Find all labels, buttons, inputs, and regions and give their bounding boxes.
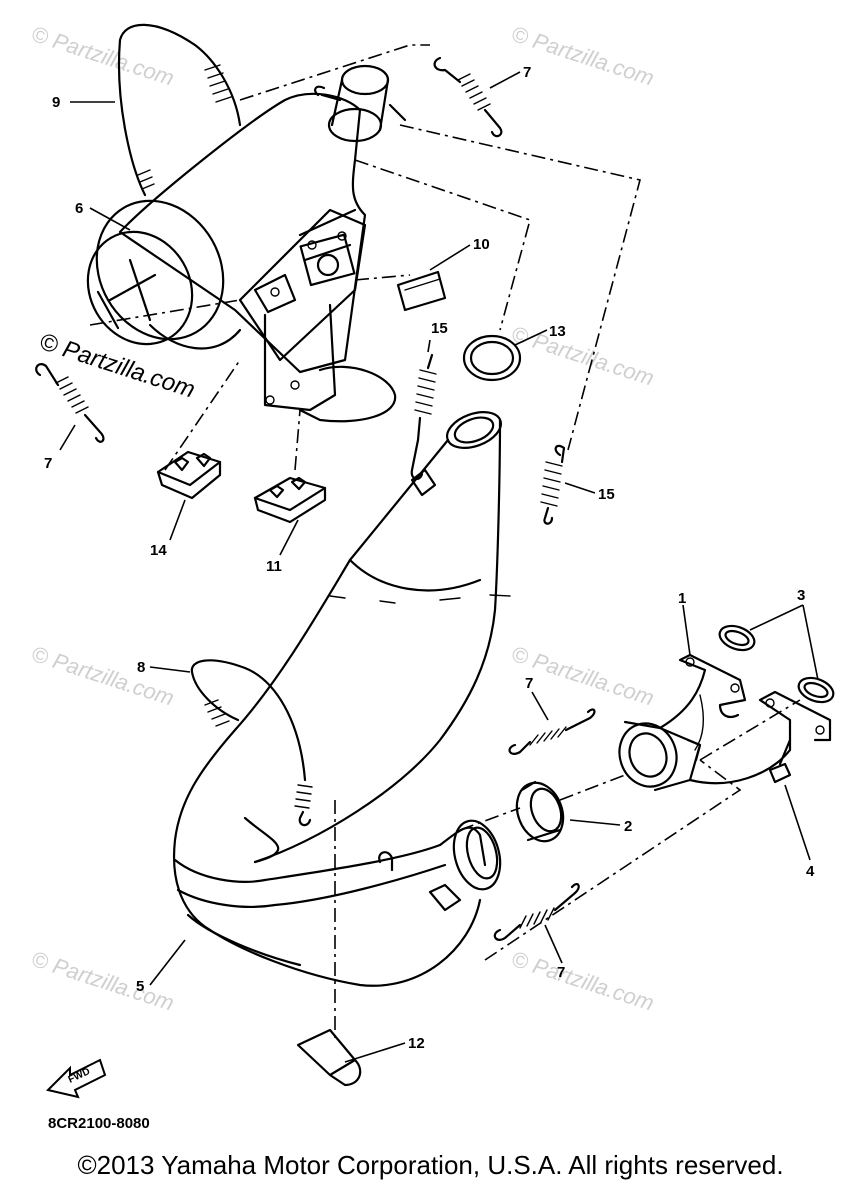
callout-13: 13 <box>549 323 566 340</box>
callout-4: 4 <box>806 863 815 880</box>
spring-part-9 <box>117 23 242 197</box>
silencer-joint <box>314 64 407 143</box>
exhaust-pipe-part-5 <box>173 411 511 987</box>
gasket-part-13 <box>462 334 522 382</box>
watermarks: © Partzilla.com © Partzilla.com © Partzi… <box>28 21 657 1016</box>
cap-part-10 <box>396 270 447 312</box>
bolt-part-4 <box>768 738 792 784</box>
watermark: © Partzilla.com <box>508 321 657 391</box>
callout-6: 6 <box>75 200 83 217</box>
silencer-part-6 <box>86 92 397 423</box>
damper-part-11 <box>253 476 327 524</box>
callout-1: 1 <box>678 590 686 607</box>
pipe-hooks <box>378 468 462 912</box>
gasket-part-3 <box>718 624 835 704</box>
fwd-arrow-icon: FWD <box>46 1058 107 1099</box>
watermark: © Partzilla.com <box>28 21 177 91</box>
damper-part-14 <box>156 450 222 500</box>
callout-7: 7 <box>44 455 52 472</box>
callout-15: 15 <box>598 486 615 503</box>
copyright-notice: ©2013 Yamaha Motor Corporation, U.S.A. A… <box>77 1150 784 1180</box>
damper-part-12 <box>296 1028 362 1087</box>
callout-8: 8 <box>137 659 145 676</box>
callout-2: 2 <box>624 818 632 835</box>
callout-7: 7 <box>523 64 531 81</box>
assembly-lines <box>89 44 801 1040</box>
watermark: © Partzilla.com <box>508 946 657 1016</box>
callout-5: 5 <box>136 978 144 995</box>
diagram-code: 8CR2100-8080 <box>48 1115 150 1132</box>
joint-ring-part-2 <box>515 780 565 843</box>
spring-part-7-left <box>35 363 105 443</box>
callout-9: 9 <box>52 94 60 111</box>
callout-15: 15 <box>431 320 448 337</box>
spring-part-7-mid <box>508 708 596 755</box>
watermark: © Partzilla.com <box>28 641 177 711</box>
spring-part-7-top <box>433 56 503 138</box>
manifold-part-1 <box>618 653 832 792</box>
spring-part-7-bottom <box>493 883 580 941</box>
spring-part-15-right <box>540 444 566 525</box>
watermark: © Partzilla.com <box>28 946 177 1016</box>
callout-14: 14 <box>150 542 167 559</box>
callout-12: 12 <box>408 1035 425 1052</box>
callout-3: 3 <box>797 587 805 604</box>
callout-7: 7 <box>557 964 565 981</box>
callout-10: 10 <box>473 236 490 253</box>
callout-7: 7 <box>525 675 533 692</box>
callout-11: 11 <box>266 558 282 575</box>
leader-lines <box>59 71 819 1063</box>
callouts: 9 6 7 7 10 15 13 15 14 11 1 3 8 7 2 4 5 … <box>44 64 815 1052</box>
spring-part-8 <box>190 659 313 827</box>
